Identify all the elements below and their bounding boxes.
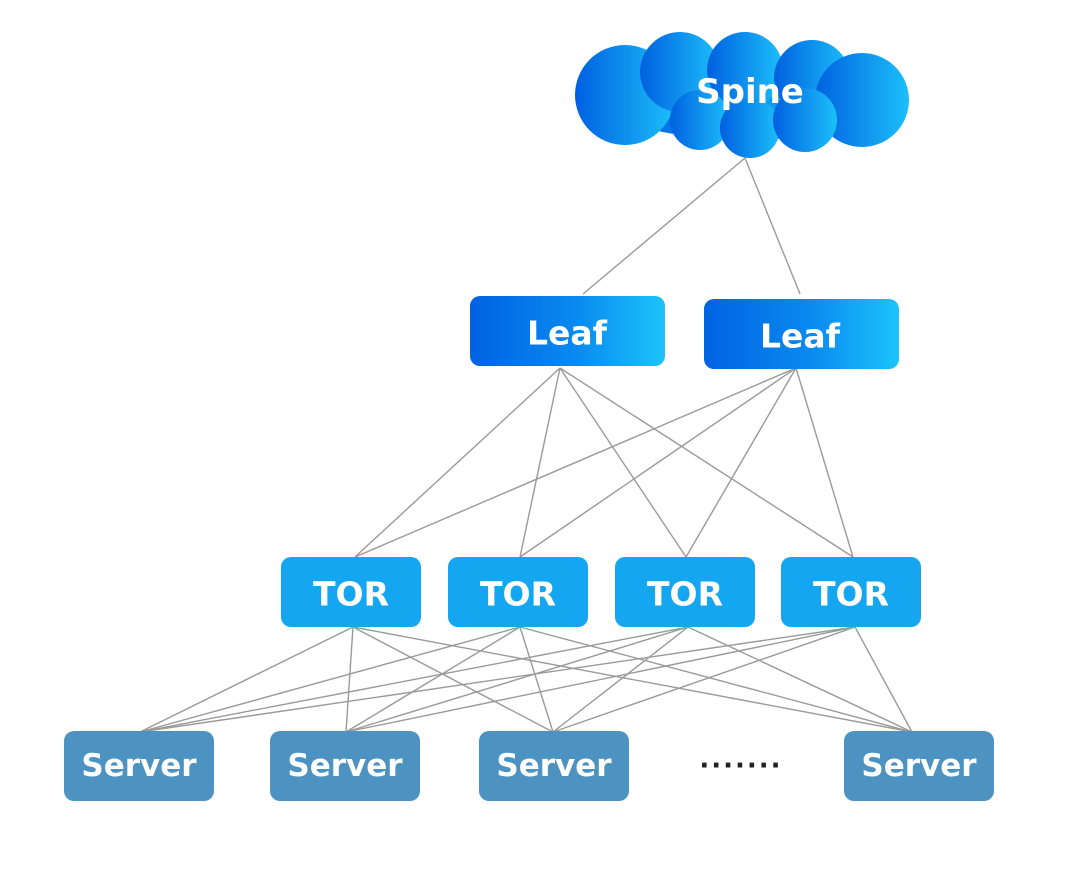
- link-tor1-server1: [139, 626, 354, 733]
- link-tor3-server2: [345, 626, 689, 733]
- link-spine-leaf-1: [582, 157, 746, 295]
- server-box: [844, 731, 994, 801]
- tor-label: TOR: [313, 575, 389, 614]
- server-label: Server: [81, 748, 197, 784]
- link-leaf1-tor4: [559, 367, 854, 558]
- tor-box: [615, 557, 755, 627]
- link-leaf1-tor1: [354, 367, 561, 558]
- tor-box: [448, 557, 588, 627]
- leaf-label: Leaf: [527, 314, 608, 353]
- leaf-box: [704, 299, 899, 369]
- link-tor2-server1: [139, 626, 521, 733]
- link-leaf1-tor2: [519, 367, 561, 558]
- link-leaf1-tor3: [559, 367, 687, 558]
- server-label: Server: [861, 748, 977, 784]
- link-leaf2-tor3: [685, 367, 797, 558]
- spine-node: Spine: [575, 32, 909, 158]
- link-tor4-server2: [345, 626, 856, 733]
- link-leaf2-tor2: [519, 367, 797, 558]
- server-label: Server: [496, 748, 612, 784]
- link-tor1-server2: [345, 626, 354, 733]
- link-tor3-server4: [687, 626, 913, 733]
- server-node-2: Server: [270, 731, 420, 801]
- server-node-3: Server: [479, 731, 629, 801]
- leaf-node-2: Leaf: [704, 299, 899, 369]
- link-tor4-server1: [139, 626, 856, 733]
- tor-label: TOR: [813, 575, 889, 614]
- link-tor4-server4: [854, 626, 913, 733]
- server-label: Server: [287, 748, 403, 784]
- link-leaf2-tor1: [354, 367, 797, 558]
- link-tor1-server3: [352, 626, 554, 733]
- tor-label: TOR: [480, 575, 556, 614]
- server-node-4: Server: [844, 731, 994, 801]
- link-tor2-server3: [519, 626, 554, 733]
- server-box: [64, 731, 214, 801]
- tor-node-1: TOR: [281, 557, 421, 627]
- link-tor2-server2: [345, 626, 521, 733]
- server-box: [479, 731, 629, 801]
- ellipsis-dots: ·······: [699, 751, 782, 781]
- link-tor3-server1: [139, 626, 689, 733]
- link-spine-leaf-2: [744, 157, 801, 295]
- tor-node-4: TOR: [781, 557, 921, 627]
- cloud-icon: [575, 32, 909, 158]
- leaf-box: [470, 296, 665, 366]
- tor-box: [781, 557, 921, 627]
- tor-box: [281, 557, 421, 627]
- link-tor1-server4: [352, 626, 913, 733]
- leaf-label: Leaf: [760, 317, 841, 356]
- link-leaf2-tor4: [795, 367, 854, 558]
- tor-label: TOR: [647, 575, 723, 614]
- leaf-node-1: Leaf: [470, 296, 665, 366]
- connection-lines: [139, 157, 913, 733]
- link-tor2-server4: [519, 626, 913, 733]
- tor-node-2: TOR: [448, 557, 588, 627]
- server-node-1: Server: [64, 731, 214, 801]
- spine-label: Spine: [696, 72, 804, 112]
- tor-node-3: TOR: [615, 557, 755, 627]
- link-tor3-server3: [552, 626, 689, 733]
- link-tor4-server3: [552, 626, 856, 733]
- server-box: [270, 731, 420, 801]
